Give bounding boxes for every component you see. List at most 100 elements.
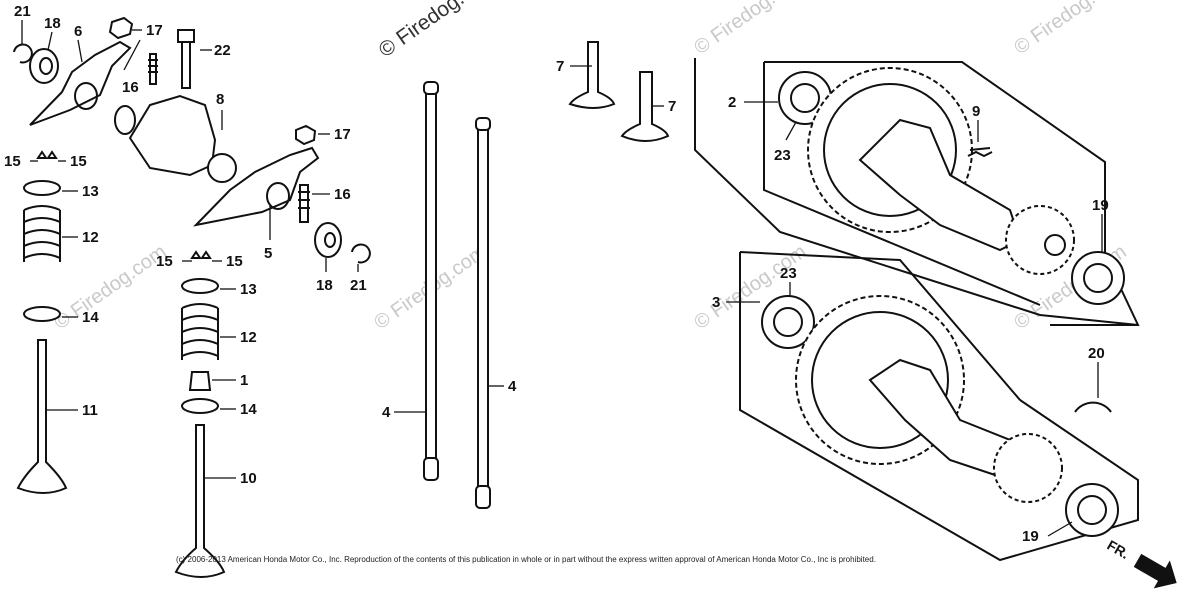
callouts: 21 18 6 17 16 22 8 15 15 13 12 14 11 17 … (4, 3, 1109, 545)
bearing-part-3 (761, 295, 815, 349)
push-rods (423, 81, 491, 509)
rocker-assembly (13, 16, 371, 578)
push-rod-tip-1 (423, 81, 439, 95)
copyright-notice: (c) 2006-2013 American Honda Motor Co., … (176, 555, 876, 564)
callout-8: 8 (216, 91, 224, 108)
callout-10: 10 (240, 470, 257, 487)
callout-6: 6 (74, 23, 82, 40)
holder-shaft-right (207, 153, 237, 183)
washer-part-inner (39, 57, 53, 75)
spring-edge (23, 210, 61, 262)
callout-20: 20 (1088, 345, 1105, 362)
front-direction-indicator: FR. (1105, 537, 1177, 589)
push-rod-part-2 (477, 123, 489, 491)
watermark-top-right-2: © Firedog.com (1010, 0, 1130, 59)
cam-sprocket-part (1005, 205, 1075, 275)
washer-part-2 (314, 222, 342, 258)
callout-23b: 23 (780, 265, 797, 282)
callout-19: 19 (1092, 197, 1109, 214)
rotator-part (188, 371, 212, 391)
callout-15b: 15 (70, 153, 87, 170)
washer-part-2-inner (324, 232, 336, 248)
callout-2: 2 (728, 94, 736, 111)
bolt-shaft (181, 42, 191, 89)
bearing-part-inner (790, 83, 820, 113)
seal-part (23, 306, 61, 322)
callout-12: 12 (82, 229, 99, 246)
callout-13b: 13 (240, 281, 257, 298)
upper-frame (694, 58, 1140, 326)
circlip-part (13, 43, 33, 64)
bearing-part-4 (1065, 483, 1119, 537)
spring-pin-part (967, 147, 993, 158)
snap-ring-part (1074, 401, 1112, 413)
push-rod-tip-2 (475, 117, 491, 131)
callout-4b: 4 (508, 378, 517, 395)
bearing-part-2 (1071, 251, 1125, 305)
leader-lines (21, 20, 1103, 537)
camshaft-lower-group (739, 251, 1139, 562)
rocker-arm-part (29, 40, 132, 126)
push-rod-part-1 (425, 87, 437, 463)
tappets (568, 41, 670, 142)
watermark-top-right-1: © Firedog.com (690, 0, 810, 59)
callout-15d: 15 (226, 253, 243, 270)
lower-frame (739, 251, 1139, 562)
tappet-part-1 (568, 41, 616, 109)
callout-7b: 7 (668, 98, 676, 115)
callout-4a: 4 (382, 404, 391, 421)
spring-edge-2 (181, 308, 219, 360)
stud-part (148, 53, 158, 85)
retainer-part (23, 180, 61, 196)
callout-3: 3 (712, 294, 720, 311)
callout-11: 11 (82, 402, 98, 419)
arrow-icon (1133, 553, 1177, 589)
front-label: FR. (1105, 537, 1133, 562)
intake-valve-part (174, 424, 226, 578)
valve-center (174, 250, 226, 578)
rocker-arm-bore-2 (266, 182, 290, 210)
push-rod-end-2 (475, 485, 491, 509)
callout-15a: 15 (4, 153, 21, 170)
camshaft-upper-group (694, 58, 1140, 326)
watermark-top-center: © Firedog.com (375, 0, 501, 62)
callout-16b: 16 (334, 186, 351, 203)
exhaust-valve-part (16, 339, 68, 494)
callout-1: 1 (240, 372, 248, 389)
callout-12b: 12 (240, 329, 257, 346)
cotter-part-2 (190, 250, 212, 259)
push-rod-end-1 (423, 457, 439, 481)
bearing-part-3-inner (773, 307, 803, 337)
callout-7a: 7 (556, 58, 564, 75)
bearing-part-4-inner (1077, 495, 1107, 525)
rocker-arm-part-2 (193, 146, 320, 227)
watermark-left-mid: © Firedog.com (50, 241, 170, 334)
callout-15c: 15 (156, 253, 173, 270)
spring-part (23, 205, 61, 259)
callout-5: 5 (264, 245, 272, 262)
rocker-holder-part (128, 94, 217, 177)
callout-16: 16 (122, 79, 139, 96)
callout-21: 21 (14, 3, 31, 20)
bolt-part (177, 29, 195, 43)
spring-part-2 (181, 303, 219, 357)
nut-part (108, 16, 134, 40)
tappet-part-2 (620, 71, 670, 142)
circlip-part-2 (351, 243, 371, 264)
retainer-part-2 (181, 278, 219, 294)
callout-18: 18 (44, 15, 61, 32)
washer-part (29, 48, 59, 84)
callout-19b: 19 (1022, 528, 1039, 545)
callout-14b: 14 (240, 401, 257, 418)
callout-18b: 18 (316, 277, 333, 294)
valve-left (16, 150, 68, 494)
callout-17b: 17 (334, 126, 351, 143)
cam-shaft-end (1044, 234, 1066, 256)
seal-part-2 (181, 398, 219, 414)
cam-gear-web (823, 83, 957, 217)
cotter-part (36, 150, 58, 159)
nut-part-2 (295, 124, 317, 146)
stud-part-2 (298, 184, 310, 223)
callout-9: 9 (972, 103, 980, 120)
